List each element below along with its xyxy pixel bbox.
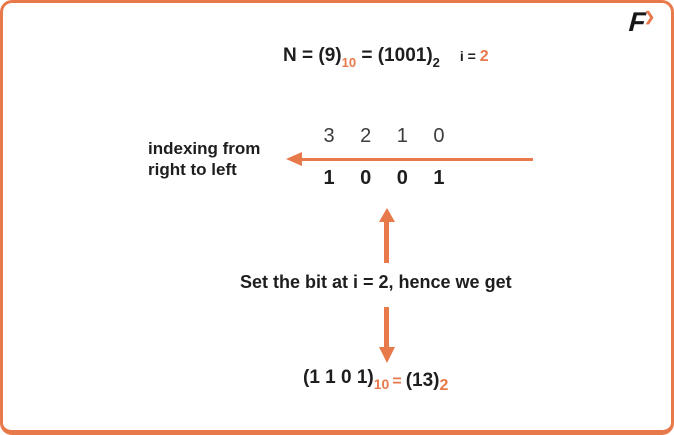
bit-index-row: 3 2 1 0 [322, 125, 446, 148]
left-direction-arrow [286, 152, 533, 166]
result-decimal-base: 2 [439, 377, 449, 394]
logo-chevron-icon: ❯ [644, 9, 655, 24]
down-arrow-shaft [384, 307, 389, 347]
result-equation: (1 1 0 1)10=(13)2 [303, 367, 448, 394]
index-digit: 2 [360, 125, 372, 147]
index-digit: 1 [396, 125, 408, 147]
brand-logo: F ❯ [627, 7, 655, 37]
equation-index-label: i = [459, 48, 480, 64]
down-arrow [378, 307, 395, 363]
index-digit: 3 [323, 125, 335, 147]
result-binary-base: 10 [373, 376, 390, 392]
equation-binary: (1001) [377, 45, 433, 66]
index-digit: 0 [433, 125, 445, 147]
up-arrow-head [378, 208, 395, 222]
indexing-direction-label: indexing from right to left [148, 138, 260, 180]
bit-digit: 0 [360, 167, 372, 189]
result-equals: = [392, 373, 402, 390]
logo-letter: F [627, 7, 647, 37]
bit-digit: 0 [396, 167, 408, 189]
bit-digit: 1 [323, 167, 335, 189]
up-arrow-shaft [384, 222, 389, 263]
indexing-label-line1: indexing from [148, 139, 261, 158]
result-decimal: (13) [405, 370, 440, 391]
equation-decimal-base: 10 [341, 55, 357, 70]
equation-index-value: 2 [479, 48, 489, 65]
down-arrow-head [378, 347, 395, 363]
equation-equals: = [356, 45, 378, 66]
equation-binary-base: 2 [432, 55, 440, 70]
step-instruction: Set the bit at i = 2, hence we get [240, 272, 512, 292]
result-binary: (1 1 0 1) [303, 367, 374, 388]
indexing-label-line2: right to left [148, 160, 237, 179]
bit-digit: 1 [433, 167, 445, 189]
equation-decimal: N = (9) [283, 45, 342, 66]
up-arrow [378, 208, 395, 263]
bit-value-row: 1 0 0 1 [322, 167, 446, 190]
